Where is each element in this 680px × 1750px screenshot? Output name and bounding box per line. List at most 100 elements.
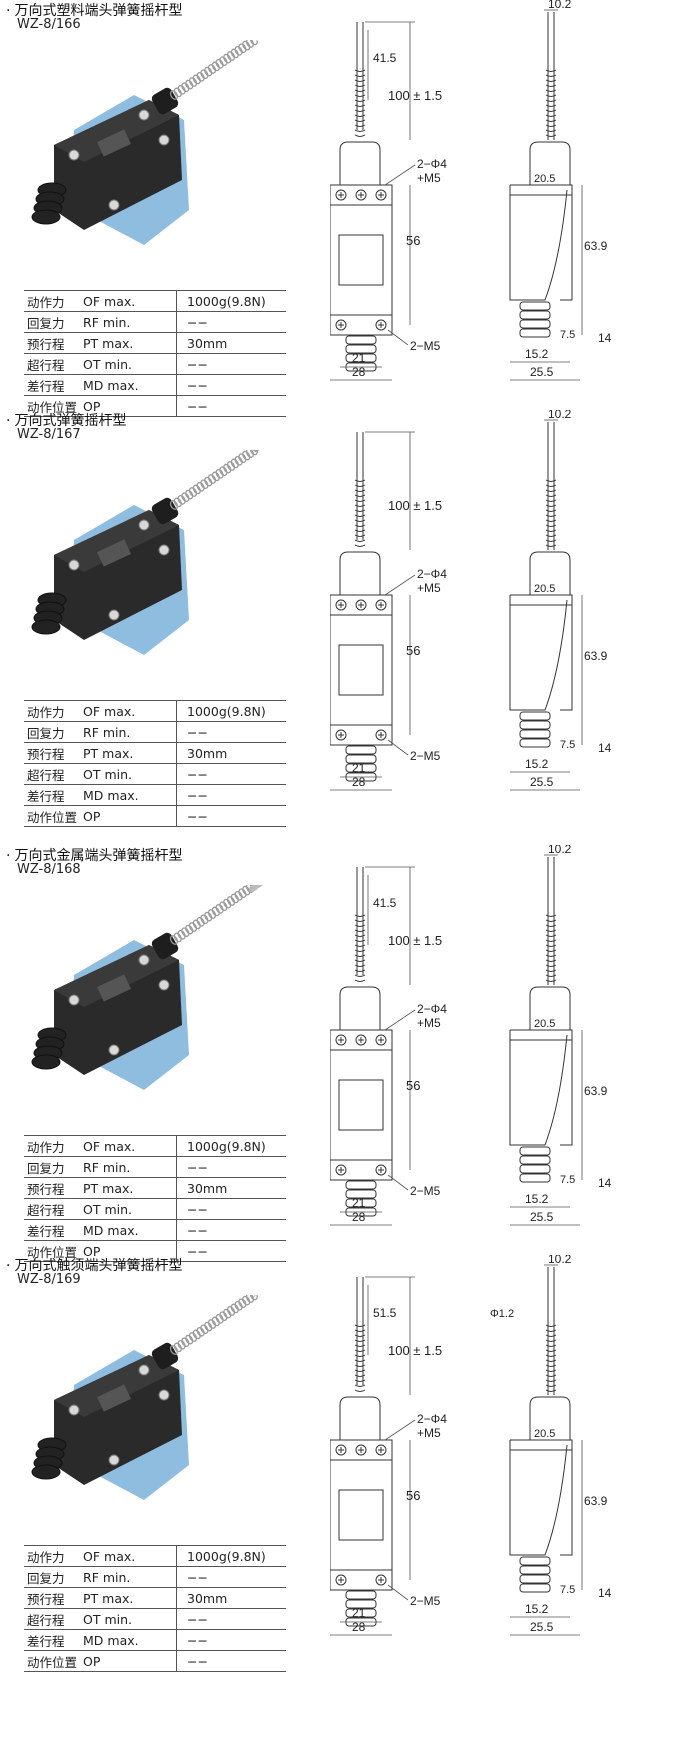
screw-icon	[108, 199, 120, 211]
spec-value: 30mm	[176, 1177, 286, 1199]
screw-icon	[355, 1034, 367, 1046]
dim-height-56: 56	[406, 643, 420, 658]
spec-value: −−	[176, 1240, 286, 1262]
dim-side-20-5: 20.5	[534, 1428, 555, 1440]
spring-coil	[223, 53, 232, 64]
spec-name: 预行程	[24, 1587, 81, 1609]
spring-coil	[354, 944, 366, 947]
spec-value: 1000g(9.8N)	[176, 1545, 286, 1567]
spec-value: −−	[176, 1650, 286, 1672]
spring-coil	[173, 497, 182, 508]
dim-total-length: 100 ± 1.5	[388, 933, 442, 948]
dim-bottom-m5: 2−M5	[410, 1594, 441, 1608]
dim-width-21: 21	[352, 351, 366, 365]
product-photo	[14, 445, 314, 670]
spring-coil	[238, 453, 247, 464]
dim-side-63-9: 63.9	[584, 1494, 608, 1508]
spring-coil	[545, 119, 557, 122]
spring-coil	[245, 1293, 255, 1303]
dim-side-width: 10.2	[548, 410, 572, 421]
spring-coil	[173, 1342, 182, 1353]
leader-line	[387, 1584, 409, 1601]
screw-cross	[378, 732, 384, 738]
screw-icon	[335, 729, 347, 741]
side-head	[529, 141, 571, 185]
spring-coil	[545, 1359, 557, 1362]
spec-code: PT max.	[80, 332, 177, 354]
leader-line	[387, 1174, 409, 1191]
spring-coil	[545, 109, 557, 112]
spring-coil	[545, 969, 557, 972]
section-title: ·万向式金属端头弹簧摇杆型	[6, 845, 182, 865]
spring-coil	[169, 500, 179, 510]
spring-coil	[204, 66, 213, 77]
dim-height-56: 56	[406, 1488, 420, 1503]
spring-coil	[354, 99, 366, 102]
screw-cross	[378, 602, 384, 608]
spring-coil	[354, 119, 366, 122]
section-title: ·万向式触须端头弹簧摇杆型	[6, 1255, 182, 1275]
spring-coil	[245, 448, 255, 458]
spring-coil	[204, 911, 213, 922]
spring	[169, 445, 258, 510]
spec-name: 动作位置	[24, 395, 81, 417]
spec-value: −−	[176, 721, 286, 743]
plunger-rib	[519, 720, 551, 730]
spec-name: 超行程	[24, 763, 81, 785]
spring-coil	[173, 87, 182, 98]
screw-icon	[355, 1444, 367, 1456]
screw-icon	[335, 1034, 347, 1046]
spec-value: 1000g(9.8N)	[176, 700, 286, 722]
spring-coil	[181, 1337, 190, 1348]
spring-coil	[354, 934, 366, 937]
spec-name: 回复力	[24, 1566, 81, 1588]
spring-coil	[185, 489, 194, 500]
spring-coil	[545, 539, 557, 542]
spec-code: PT max.	[80, 1587, 177, 1609]
window-outline	[338, 1079, 384, 1131]
spring-coil	[200, 914, 209, 925]
spec-code: OP	[80, 1240, 177, 1262]
plunger-rib	[345, 745, 377, 755]
spring-coil	[354, 74, 366, 77]
spring-coil	[354, 519, 366, 522]
screw-cross	[378, 192, 384, 198]
plunger-rib	[519, 729, 551, 739]
spring-coil	[354, 79, 366, 82]
spring-coil	[354, 929, 366, 932]
spring-coil	[192, 919, 201, 930]
spring-coil	[354, 954, 366, 957]
spec-value: −−	[176, 1629, 286, 1651]
spring	[169, 880, 258, 945]
spec-code: OT min.	[80, 1608, 177, 1630]
dim-side-25-5: 25.5	[530, 1620, 554, 1634]
spec-value: −−	[176, 1219, 286, 1241]
spring-coil	[200, 1324, 209, 1335]
side-head	[529, 551, 571, 595]
actuator-cap	[151, 497, 179, 525]
spring-coil	[354, 1369, 366, 1372]
spec-code: OP	[80, 395, 177, 417]
plunger-rib	[345, 1189, 377, 1199]
spring-coil	[545, 974, 557, 977]
spring-coil	[230, 893, 239, 904]
plunger-rib	[519, 1146, 551, 1156]
spec-name: 差行程	[24, 1629, 81, 1651]
dim-side-63-9: 63.9	[584, 1084, 608, 1098]
spring-coil	[226, 896, 236, 906]
bullet-icon: ·	[6, 848, 11, 864]
bullet-icon: ·	[6, 1258, 11, 1274]
spring-coil	[211, 471, 220, 482]
plunger-rib	[345, 754, 377, 764]
spec-value: −−	[176, 311, 286, 333]
